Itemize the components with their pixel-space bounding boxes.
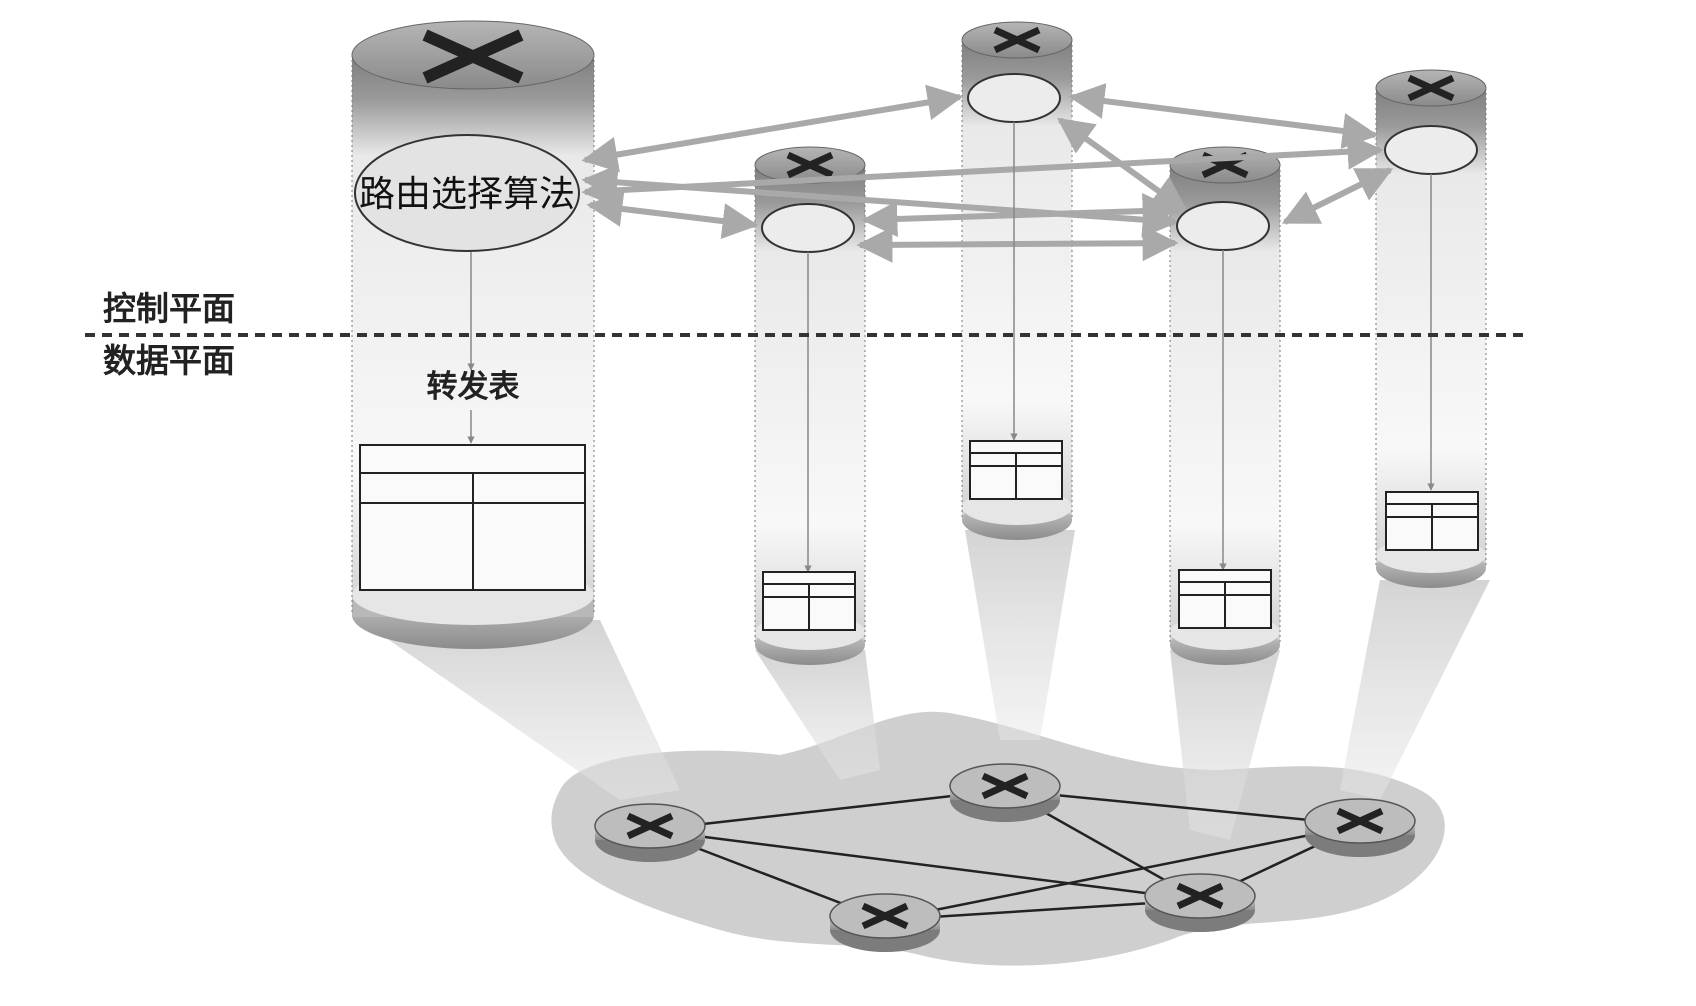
install-table-arrows [467, 122, 1435, 573]
router-cross-icon [829, 893, 941, 952]
router-cross-icon [1144, 873, 1256, 932]
router-cross-icon [949, 763, 1061, 822]
control-message-arrows [581, 83, 1394, 263]
projection-beams [360, 530, 1490, 840]
algorithm-node-r3 [967, 73, 1061, 123]
forwarding-table-icon [1385, 491, 1479, 551]
forwarding-table-icon [359, 444, 586, 591]
network-routers [594, 763, 1416, 952]
algorithm-node-r5 [1384, 125, 1478, 175]
data-plane-label: 数据平面 [103, 341, 235, 380]
routing-algorithm-node [354, 134, 580, 252]
router-cross-icon [993, 26, 1041, 54]
router-cross-icon [1407, 74, 1455, 102]
algorithm-node-r4 [1176, 201, 1270, 251]
router-cross-icon [422, 29, 524, 84]
routing-algorithm-label: 路由选择算法 [359, 174, 575, 215]
control-plane-label: 控制平面 [103, 289, 235, 328]
algorithm-node-r2 [761, 203, 855, 253]
router-cross-icon [594, 803, 706, 862]
forwarding-table-label: 转发表 [427, 369, 520, 405]
router-cross-icon [1304, 798, 1416, 857]
forwarding-table-icon [1178, 569, 1272, 629]
forwarding-table-icon [762, 571, 856, 631]
forwarding-table-icon [969, 440, 1063, 500]
